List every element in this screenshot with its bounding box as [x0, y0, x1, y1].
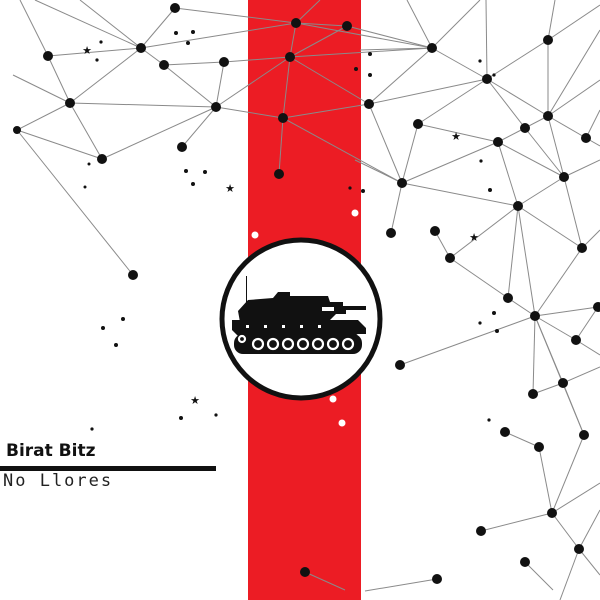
album-title: No Llores [3, 471, 114, 491]
svg-text:★: ★ [451, 130, 461, 143]
svg-text:★: ★ [225, 182, 235, 195]
svg-text:★: ★ [82, 44, 92, 57]
divider-rule [0, 466, 216, 471]
svg-text:★: ★ [469, 231, 479, 244]
tank-icon [219, 237, 383, 401]
svg-text:★: ★ [190, 394, 200, 407]
artist-name: Birat Bitz [6, 441, 96, 461]
